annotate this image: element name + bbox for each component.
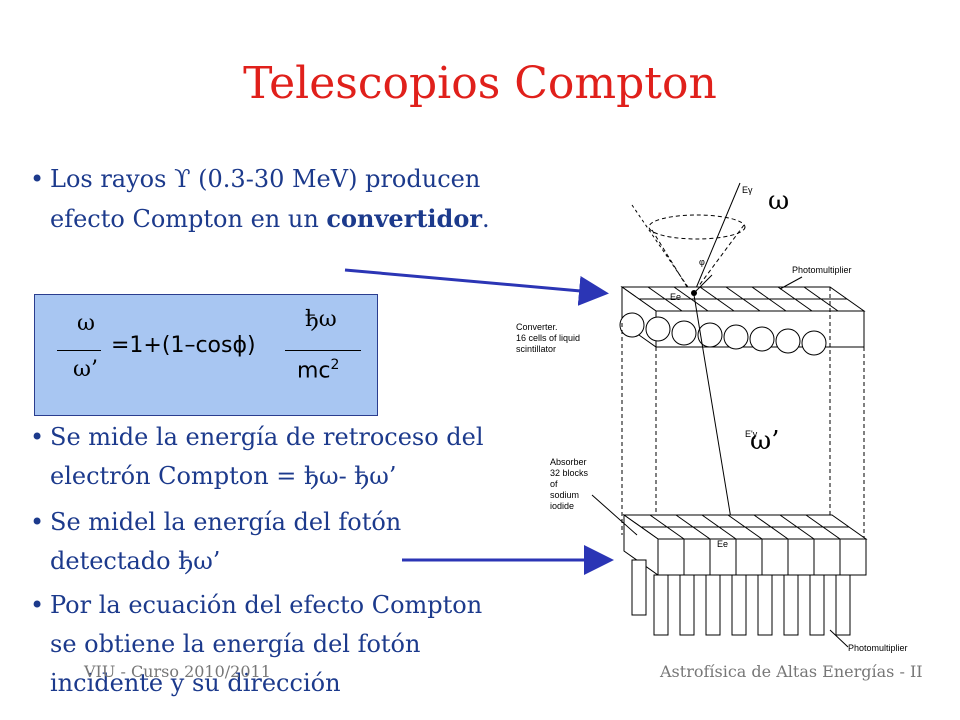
absorber-line-2: 32 blocks (550, 468, 589, 478)
photomultiplier-bottom-label: Photomultiplier (848, 643, 908, 653)
converter-label: Converter. 16 cells of liquid scintillat… (516, 322, 583, 354)
eq-num-right: ђω (305, 307, 337, 332)
bullet-4: • Por la ecuación del efecto Compton se … (30, 586, 510, 703)
footer-right: Astrofísica de Altas Energías - II (660, 662, 923, 681)
absorber-label: Absorber 32 blocks of sodium iodide (550, 457, 591, 511)
absorber-line-5: iodide (550, 501, 574, 511)
bullet-dot: • (30, 591, 45, 619)
ee-top-label: Ee (670, 292, 681, 302)
equation-box: ω ω’ =1+(1–cosϕ) ђω mc2 (34, 294, 378, 416)
incident-photon-cone (631, 182, 746, 296)
bullet-2-text: Se mide la energía de retroceso del elec… (50, 423, 484, 490)
e-gamma-label: Eγ (742, 185, 753, 195)
absorber-line-4: sodium (550, 490, 579, 500)
scattered-photon-path (693, 294, 735, 538)
bullet-dot: • (30, 165, 45, 193)
bullet-1: • Los rayos ϒ (0.3-30 MeV) producen efec… (30, 160, 510, 239)
eq-den-right-base: mc (297, 358, 331, 384)
converter-line-1: Converter. (516, 322, 558, 332)
absorber-line-3: of (550, 479, 558, 489)
eq-den-left: ω’ (73, 357, 98, 382)
bullet-dot: • (30, 508, 45, 536)
converter-line-2: 16 cells of liquid (516, 333, 580, 343)
absorber-line-1: Absorber (550, 457, 587, 467)
omega-incident-label: ω (768, 186, 790, 216)
omega-scattered-label: ω’ (750, 426, 780, 456)
eq-den-right-sup: 2 (330, 357, 340, 373)
electron-track (693, 274, 713, 294)
bullet-dot: • (30, 423, 45, 451)
footer-left: VIU - Curso 2010/2011 (84, 662, 271, 681)
bullet-2: • Se mide la energía de retroceso del el… (30, 418, 500, 496)
bullet-1-text: Los rayos ϒ (0.3-30 MeV) producen efecto… (50, 160, 510, 239)
photomultiplier-tubes (631, 559, 851, 636)
converter-module (619, 286, 866, 356)
e-gamma-prime-label: E'γ (745, 429, 758, 439)
ee-bottom-label: Ee (717, 539, 728, 549)
compton-telescope-diagram: Eγ φ Ee Photomultiplier Converter. 16 ce… (516, 182, 908, 653)
eq-frac-line-left (57, 350, 101, 351)
eq-middle: =1+(1–cosϕ) (111, 333, 256, 358)
bullet-3: • Se midel la energía del fotón detectad… (30, 503, 480, 581)
eq-num-left: ω (77, 311, 95, 336)
bullet-4-text: Por la ecuación del efecto Compton se ob… (50, 591, 483, 697)
eq-den-right: mc2 (297, 357, 339, 383)
phi-label: φ (699, 257, 705, 267)
photomultiplier-top-label: Photomultiplier (792, 265, 852, 275)
slide-title: Telescopios Compton (243, 58, 717, 109)
arrow-top (344, 268, 609, 306)
eq-frac-line-right (285, 350, 361, 351)
bullet-3-text: Se midel la energía del fotón detectado … (50, 508, 402, 575)
bullet-1-pre: Los rayos ϒ (0.3-30 MeV) producen efecto… (50, 165, 481, 233)
converter-line-3: scintillator (516, 344, 556, 354)
absorber-module (622, 514, 868, 576)
bullet-1-post: . (481, 205, 490, 233)
bullet-1-bold: convertidor (326, 204, 482, 233)
